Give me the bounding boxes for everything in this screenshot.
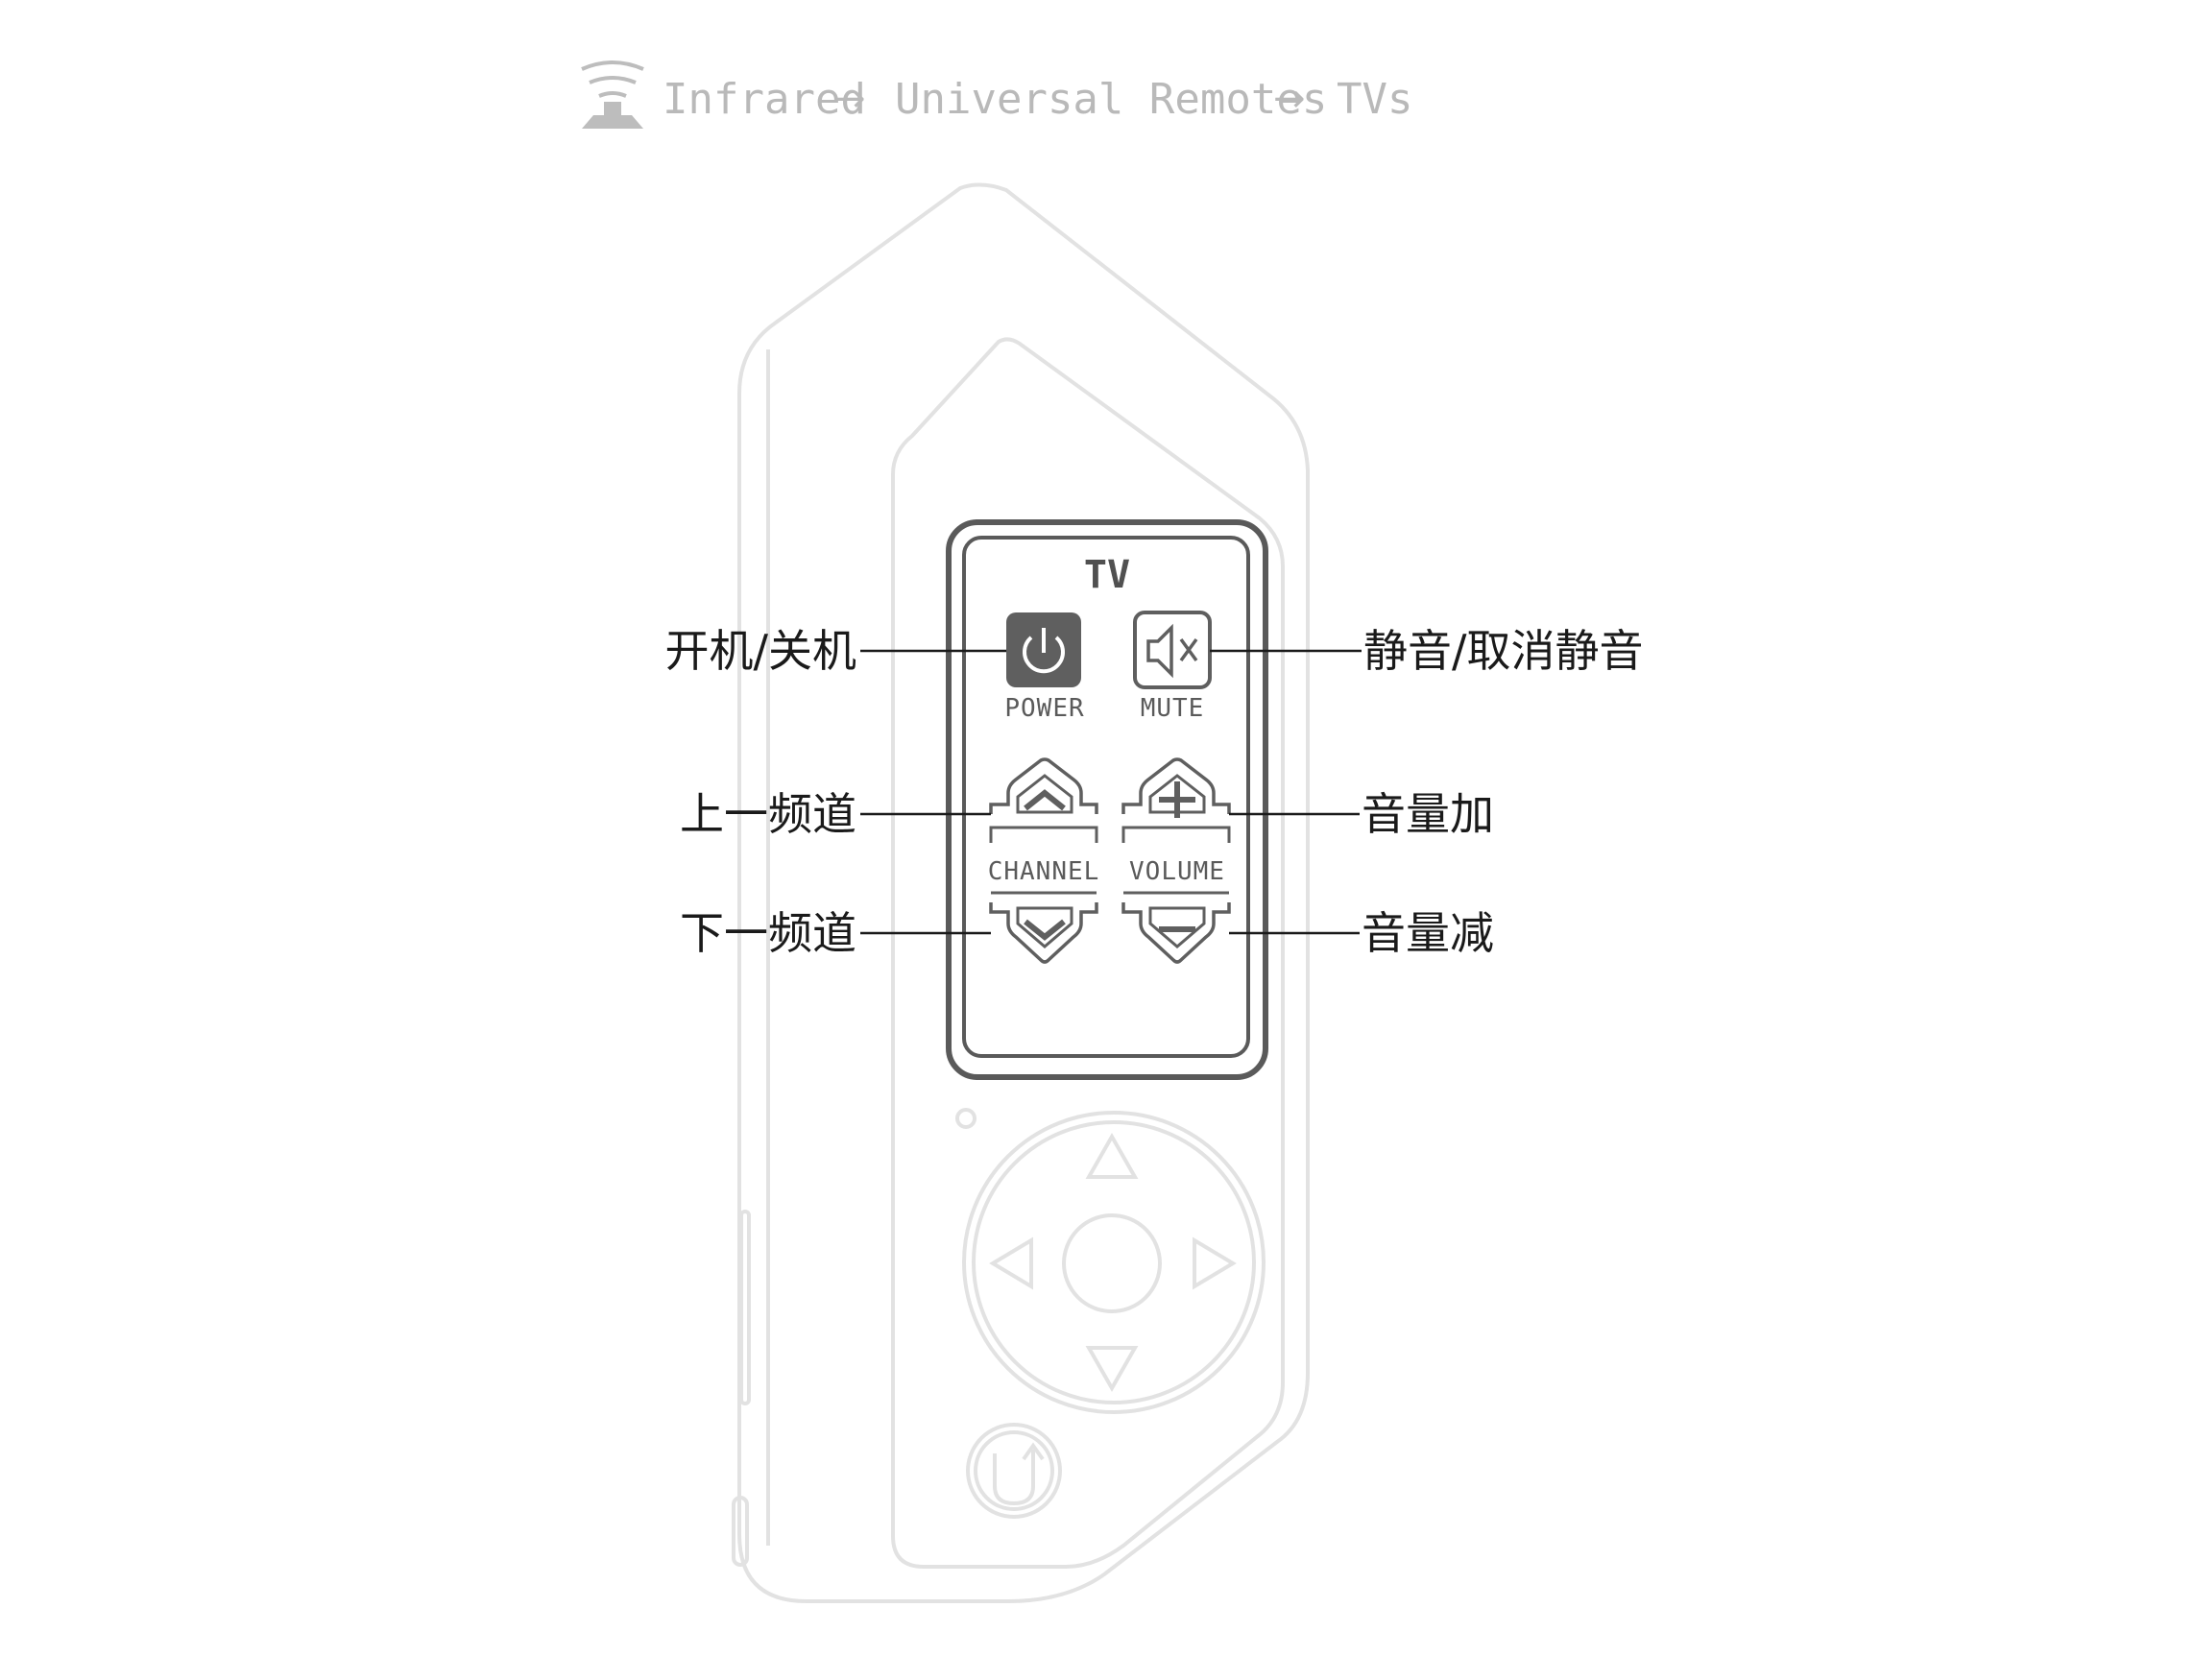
callout-volume-up: 音量加 bbox=[1362, 788, 1494, 840]
infrared-antenna-icon bbox=[581, 60, 644, 129]
callout-leaders bbox=[860, 649, 1362, 935]
breadcrumb-separator: → bbox=[833, 77, 866, 121]
mute-caption: MUTE bbox=[1141, 694, 1205, 723]
power-caption: POWER bbox=[1004, 694, 1084, 723]
breadcrumb-item-tvs[interactable]: TVs bbox=[1337, 75, 1412, 124]
plus-icon bbox=[1159, 781, 1195, 818]
dpad[interactable] bbox=[962, 1111, 1266, 1414]
callout-power: 开机/关机 bbox=[665, 625, 857, 677]
power-icon bbox=[1023, 628, 1065, 674]
side-slot bbox=[739, 1210, 751, 1405]
back-button[interactable] bbox=[966, 1423, 1062, 1519]
volume-down-button[interactable] bbox=[1121, 891, 1231, 964]
volume-up-button[interactable] bbox=[1121, 757, 1231, 843]
speaker-mute-icon bbox=[1146, 623, 1198, 679]
dpad-ok-button[interactable] bbox=[1062, 1213, 1162, 1313]
dpad-up-icon[interactable] bbox=[1085, 1132, 1139, 1179]
back-arrow-icon bbox=[993, 1450, 1035, 1506]
chevron-down-icon bbox=[1024, 919, 1066, 941]
callout-channel-up: 上一频道 bbox=[680, 788, 856, 840]
breadcrumb-separator: → bbox=[1273, 77, 1306, 121]
power-button[interactable]: POWER bbox=[1004, 612, 1084, 723]
device-body bbox=[732, 182, 1310, 1603]
callout-labels: 开机/关机 静音/取消静音 上一频道 下一频道 音量加 音量减 bbox=[665, 625, 1644, 959]
channel-down-button[interactable] bbox=[989, 891, 1098, 964]
callout-channel-down: 下一频道 bbox=[680, 907, 856, 959]
breadcrumb-item-universal-remotes[interactable]: Universal Remotes bbox=[895, 75, 1327, 124]
callout-volume-down: 音量减 bbox=[1362, 907, 1494, 959]
volume-caption: VOLUME bbox=[1129, 857, 1225, 886]
callout-mute: 静音/取消静音 bbox=[1363, 625, 1644, 677]
device-screen: TV POWER MUTE CHANNEL bbox=[946, 519, 1268, 1080]
breadcrumb: Infrared → Universal Remotes → TVs bbox=[581, 60, 1412, 129]
chevron-up-icon bbox=[1024, 789, 1066, 811]
dpad-down-icon[interactable] bbox=[1085, 1346, 1139, 1393]
status-led bbox=[955, 1108, 976, 1129]
channel-caption: CHANNEL bbox=[988, 857, 1100, 886]
channel-up-button[interactable] bbox=[989, 757, 1098, 843]
mute-button[interactable]: MUTE bbox=[1133, 611, 1212, 723]
screen-title: TV bbox=[1084, 553, 1130, 597]
breadcrumb-item-infrared[interactable]: Infrared bbox=[663, 75, 866, 124]
side-button bbox=[732, 1496, 749, 1567]
dpad-right-icon[interactable] bbox=[1193, 1236, 1237, 1290]
dpad-left-icon[interactable] bbox=[989, 1236, 1033, 1290]
